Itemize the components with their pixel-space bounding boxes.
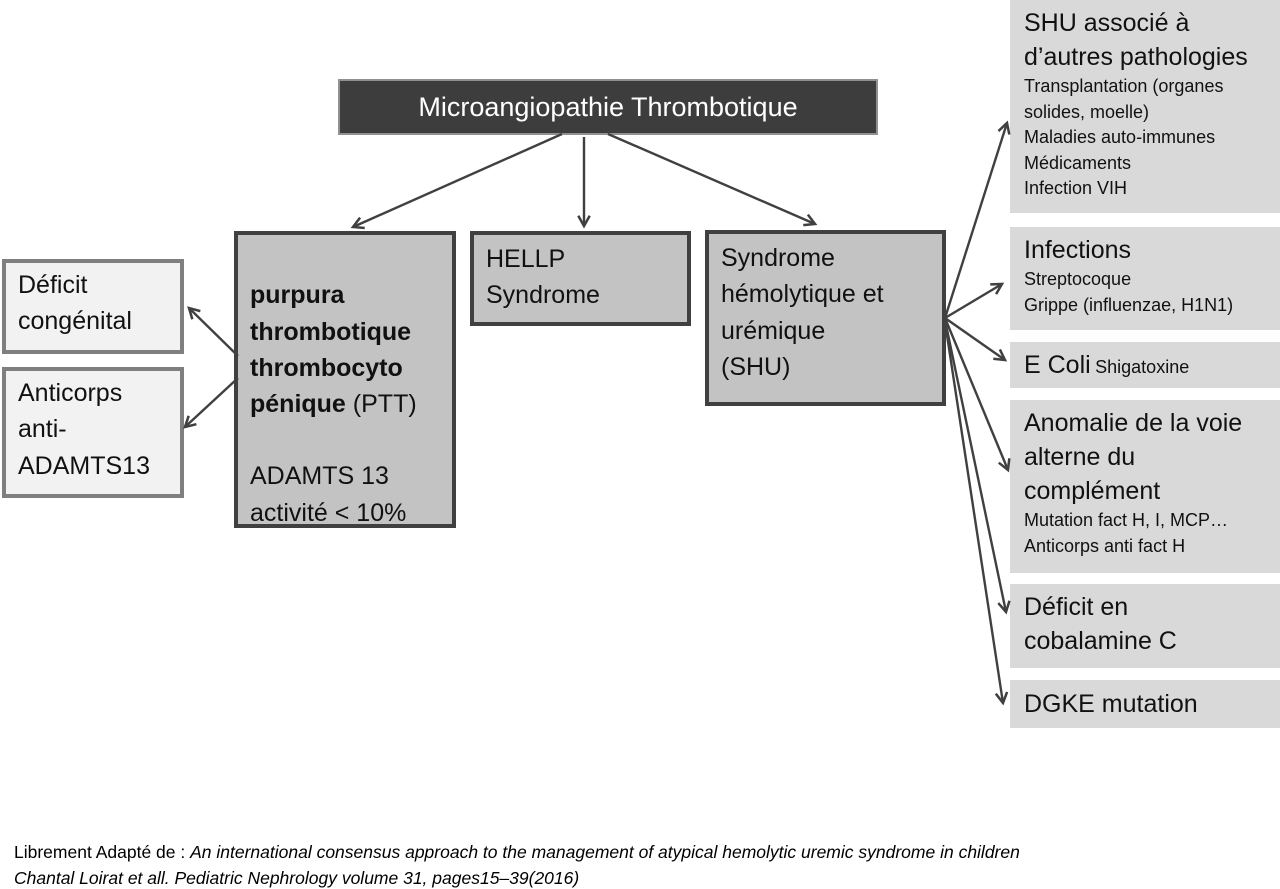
shu-cause-title: SHU associé à d’autres pathologies (1024, 9, 1248, 71)
arrow-shu-to-e-coli (944, 317, 1008, 362)
shu-cause-title: E Coli Shigatoxine (1024, 351, 1190, 379)
shu-cause-title: DGKE mutation (1024, 690, 1198, 718)
arrow-shu-to-anomalie-complement (943, 317, 1011, 473)
shu-cause-detail: Mutation fact H, I, MCP… (1024, 510, 1229, 530)
ptt-adamts-detail: ADAMTS 13 activité < 10% (250, 462, 407, 527)
citation: Librement Adapté de : An international c… (14, 839, 1194, 889)
node-shu: Syndrome hémolytique et urémique (SHU) (705, 230, 946, 406)
shu-cause-detail: Streptocoque (1024, 269, 1132, 289)
arrow-root-to-shu (607, 132, 818, 227)
node-infections: Infections Streptocoque Grippe (influenz… (1010, 227, 1280, 330)
shu-cause-detail: Anticorps anti fact H (1024, 535, 1186, 556)
arrow-ptt-to-anticorps-adamts13 (183, 377, 239, 429)
node-ptt: purpura thrombotique thrombocyto pénique… (234, 231, 456, 528)
citation-line-2: Chantal Loirat et all. Pediatric Nephrol… (14, 868, 580, 889)
arrow-shu-to-cobalamine (943, 319, 1011, 615)
shu-cause-detail: Maladies auto-immunes (1024, 127, 1216, 148)
ptt-name-suffix: (PTT) (352, 390, 417, 418)
node-shu-autres-pathologies: SHU associé à d’autres pathologies Trans… (1010, 0, 1280, 213)
root-title: Microangiopathie Thrombotique (418, 91, 798, 122)
shu-cause-title: Déficit en cobalamine C (1024, 593, 1177, 655)
node-e-coli-shigatoxine: E Coli Shigatoxine (1010, 342, 1280, 388)
node-anomalie-voie-alterne-complement: Anomalie de la voie alterne du complémen… (1010, 400, 1280, 573)
shu-cause-title: Infections (1024, 236, 1132, 264)
citation-title: An international consensus approach to t… (190, 842, 1020, 862)
node-dgke-mutation: DGKE mutation (1010, 680, 1280, 728)
shu-cause-detail: Infection VIH (1024, 178, 1128, 199)
shigatoxine-label: Shigatoxine (1095, 357, 1190, 377)
shu-cause-detail: Transplantation (organes solides, moelle… (1024, 76, 1224, 122)
node-anticorps-anti-adamts13: Anticorps anti- ADAMTS13 (2, 367, 184, 498)
arrow-ptt-to-deficit-congenital (187, 306, 239, 357)
ptt-name-bold: purpura thrombotique thrombocyto pénique (250, 281, 412, 418)
shu-cause-detail: Médicaments (1024, 152, 1132, 173)
arrow-shu-to-infections (944, 282, 1005, 320)
arrow-shu-to-dgke (943, 321, 1009, 706)
node-deficit-congenital: Déficit congénital (2, 259, 184, 354)
node-hellp-syndrome: HELLP Syndrome (470, 231, 691, 326)
node-deficit-cobalamine-c: Déficit en cobalamine C (1010, 584, 1280, 668)
citation-prefix: Librement Adapté de : (14, 842, 191, 862)
shu-cause-title: Anomalie de la voie alterne du complémen… (1024, 409, 1243, 505)
arrow-shu-to-autres-pathologies (943, 120, 1011, 319)
shu-cause-detail: Grippe (influenzae, H1N1) (1024, 294, 1234, 315)
citation-line-1: Librement Adapté de : An international c… (14, 839, 1194, 865)
node-microangiopathie-thrombotique: Microangiopathie Thrombotique (338, 79, 878, 135)
arrow-root-to-ptt (350, 132, 563, 230)
